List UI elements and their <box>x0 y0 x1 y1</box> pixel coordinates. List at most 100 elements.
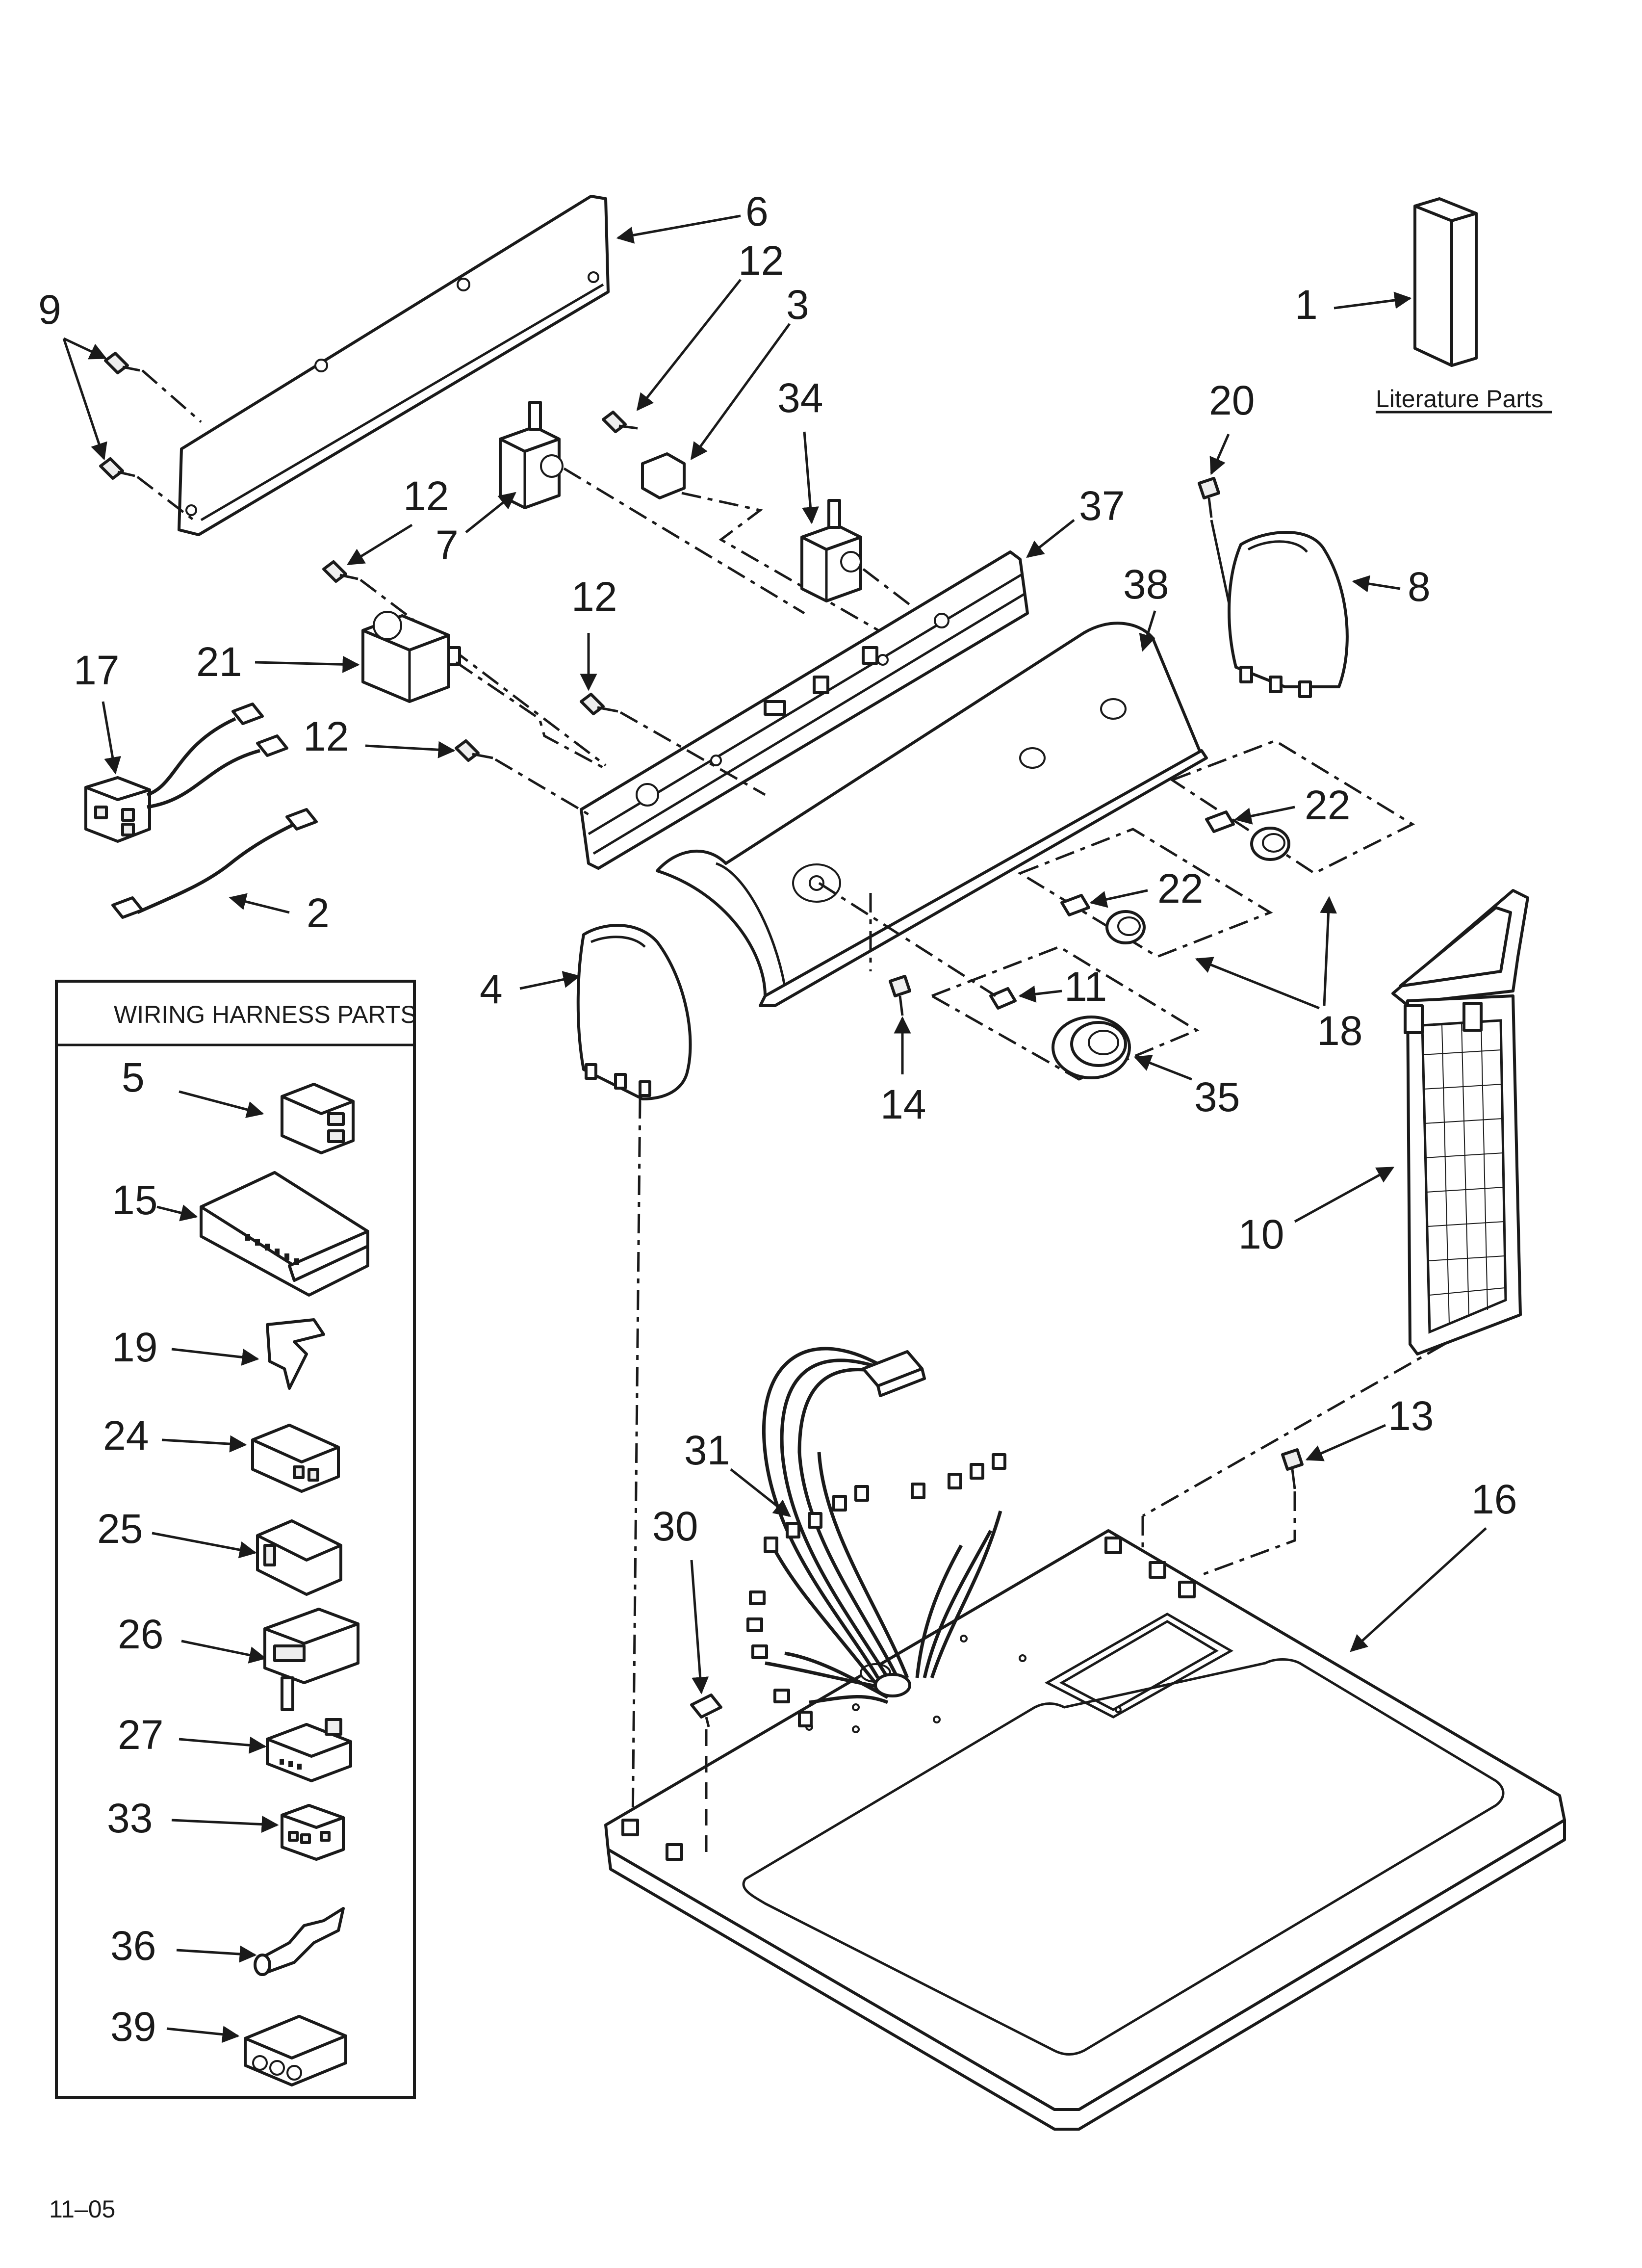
arrow-12-low <box>365 741 456 758</box>
arrow-24 <box>161 1435 247 1453</box>
screw-9b <box>99 457 135 480</box>
screw-9a <box>104 352 140 374</box>
terminal-36 <box>254 1907 345 1976</box>
arrow-20 <box>1209 433 1230 475</box>
end-cap-4 <box>576 924 692 1100</box>
clip-19 <box>266 1318 325 1390</box>
wiring-harness-title: WIRING HARNESS PARTS <box>114 1001 417 1028</box>
screw-12-mid <box>322 560 359 583</box>
callout-30: 30 <box>652 1503 698 1549</box>
arrow-33 <box>171 1816 279 1833</box>
screw-12-low <box>455 739 493 762</box>
arrow-35 <box>1133 1055 1192 1081</box>
callout-3: 3 <box>786 282 809 328</box>
arrow-12-top <box>636 279 742 411</box>
connector-25 <box>256 1519 342 1596</box>
connector-15 <box>200 1171 369 1297</box>
connector-33 <box>281 1804 345 1861</box>
callout-26: 26 <box>118 1611 163 1657</box>
arrow-22-lower <box>1089 889 1148 908</box>
arrow-16 <box>1350 1527 1487 1652</box>
arrow-21 <box>255 655 360 673</box>
callout-12-centre: 12 <box>571 574 617 620</box>
control-console <box>656 622 1208 1007</box>
callout-13: 13 <box>1388 1393 1434 1439</box>
arrow-15 <box>156 1204 198 1222</box>
arrow-1 <box>1334 291 1412 310</box>
top-cover-16 <box>604 1529 1566 2131</box>
arrow-38 <box>1139 610 1156 652</box>
callout-12-top: 12 <box>738 237 784 284</box>
knob-large-35 <box>1052 1016 1131 1079</box>
callout-15: 15 <box>112 1177 157 1223</box>
callout-9: 9 <box>38 287 61 333</box>
callout-10: 10 <box>1238 1211 1284 1257</box>
callout-35: 35 <box>1194 1074 1240 1120</box>
arrow-10 <box>1294 1166 1395 1223</box>
screw-13 <box>1281 1448 1304 1489</box>
callout-8: 8 <box>1408 564 1431 610</box>
callout-2: 2 <box>307 890 330 936</box>
arrow-3 <box>690 323 791 460</box>
screw-20 <box>1198 477 1220 518</box>
arrow-30 <box>690 1560 709 1694</box>
connector-26 <box>263 1608 359 1711</box>
callout-22-upper: 22 <box>1305 782 1350 828</box>
callout-11: 11 <box>1064 964 1107 1010</box>
arrow-12-mid <box>347 523 413 566</box>
callout-7: 7 <box>436 522 459 568</box>
footer-code: 11–05 <box>49 2195 115 2223</box>
connector-5 <box>281 1083 355 1154</box>
arrow-39 <box>166 2026 240 2043</box>
callout-12-low: 12 <box>303 713 349 759</box>
arrow-26 <box>181 1640 267 1664</box>
callout-27: 27 <box>118 1712 163 1758</box>
arrow-19 <box>171 1348 259 1366</box>
main-harness-31 <box>746 1347 1006 1727</box>
clip-30 <box>690 1694 722 1727</box>
callout-5: 5 <box>122 1054 145 1100</box>
arrow-7 <box>465 492 516 533</box>
knob-small-lower <box>1105 910 1146 944</box>
arrow-37 <box>1026 519 1075 558</box>
arrow-5 <box>179 1090 264 1118</box>
callout-16: 16 <box>1471 1476 1517 1522</box>
callout-20: 20 <box>1209 377 1255 423</box>
clip-22-upper <box>1205 810 1235 833</box>
arrow-17 <box>102 701 121 775</box>
callout-12-mid: 12 <box>403 473 449 519</box>
timer-21 <box>361 611 461 703</box>
arrow-34 <box>802 431 819 524</box>
screw-12-top <box>602 411 638 433</box>
callout-17: 17 <box>74 647 119 693</box>
callout-31: 31 <box>684 1427 730 1473</box>
connector-27 <box>266 1718 352 1782</box>
callout-4: 4 <box>480 966 503 1012</box>
arrow-6 <box>616 214 741 244</box>
callout-22-lower: 22 <box>1157 865 1203 912</box>
arrow-22-upper <box>1234 806 1295 825</box>
arrow-27 <box>179 1736 267 1754</box>
arrow-9a <box>63 337 107 360</box>
rear-panel <box>178 195 610 536</box>
control-bracket <box>580 550 1029 870</box>
arrow-8 <box>1352 575 1401 593</box>
callout-37: 37 <box>1079 483 1125 529</box>
arrow-11 <box>1018 985 1062 1003</box>
arrow-13 <box>1305 1424 1386 1461</box>
callout-18: 18 <box>1317 1008 1362 1054</box>
callout-34: 34 <box>777 375 823 421</box>
harness-17 <box>84 703 288 843</box>
wire-2 <box>111 808 318 919</box>
callout-1: 1 <box>1295 282 1318 328</box>
callout-39: 39 <box>110 2004 156 2050</box>
arrow-4 <box>519 971 581 990</box>
callout-19: 19 <box>112 1324 157 1370</box>
callout-21: 21 <box>196 639 242 685</box>
arrow-25 <box>152 1532 257 1559</box>
arrow-2 <box>229 893 290 914</box>
arrow-18a <box>1320 896 1337 1006</box>
literature-parts-label: Literature Parts <box>1376 385 1543 413</box>
arrow-31 <box>730 1468 791 1517</box>
